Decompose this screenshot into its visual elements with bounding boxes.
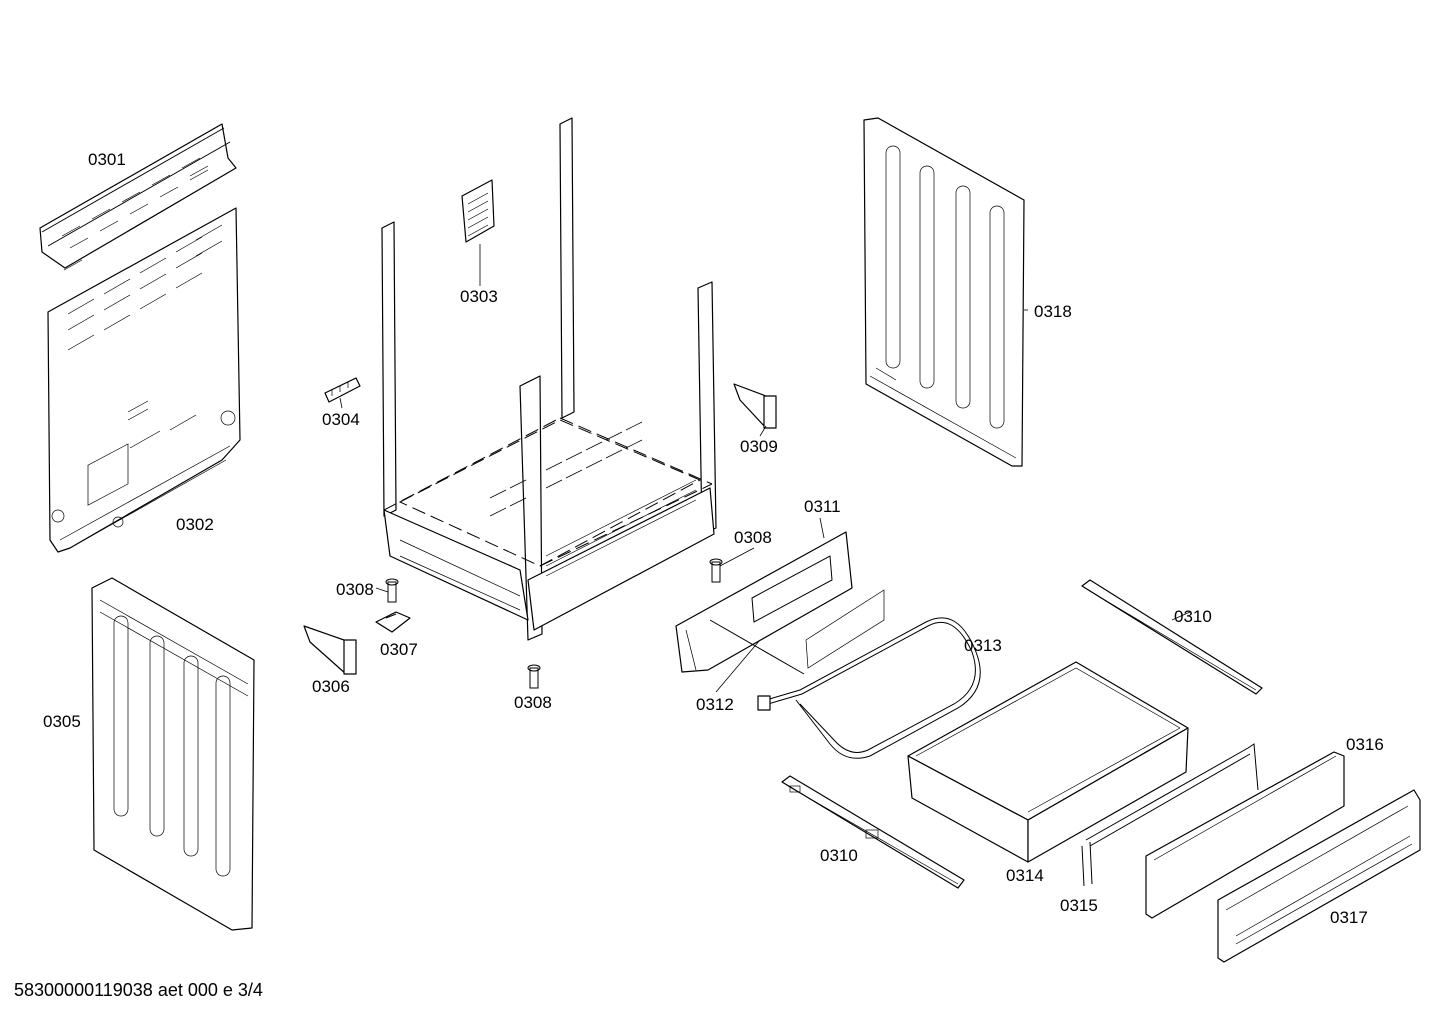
- label-0312: 0312: [696, 695, 734, 714]
- label-0313: 0313: [964, 636, 1002, 655]
- label-0317: 0317: [1330, 908, 1368, 927]
- label-0309: 0309: [740, 437, 778, 456]
- label-0316: 0316: [1346, 735, 1384, 754]
- part-0311-drawing: [675, 531, 853, 673]
- label-0301: 0301: [88, 150, 126, 169]
- part-0303-drawing: [461, 179, 495, 243]
- part-0307-drawing: [375, 611, 411, 633]
- label-0318: 0318: [1034, 302, 1072, 321]
- label-0311: 0311: [804, 497, 841, 516]
- label-0306: 0306: [312, 677, 350, 696]
- frame-drawing: [381, 117, 717, 641]
- label-0308-bottom: 0308: [514, 693, 552, 712]
- part-0305-drawing: [91, 577, 255, 931]
- label-0307: 0307: [380, 640, 418, 659]
- part-0301-drawing: [39, 123, 237, 271]
- label-0304: 0304: [322, 410, 360, 429]
- part-0315-drawing: [1081, 743, 1259, 887]
- part-0312-drawing: [709, 589, 885, 675]
- part-0316-drawing: [1145, 751, 1345, 919]
- label-0308-left: 0308: [336, 580, 374, 599]
- part-0309-drawing: [733, 383, 777, 429]
- part-0304-drawing: [324, 377, 361, 403]
- label-0315: 0315: [1060, 896, 1098, 915]
- label-0310-right: 0310: [1174, 607, 1212, 626]
- part-0313-drawing: [757, 617, 981, 759]
- label-0314: 0314: [1006, 866, 1044, 885]
- label-0308-right: 0308: [734, 528, 772, 547]
- part-0306-drawing: [303, 625, 357, 675]
- label-0310-left: 0310: [820, 846, 858, 865]
- part-labels: 0301 0302 0303 0304 0305 0306 0307 0308 …: [43, 150, 1384, 927]
- document-reference: 58300000119038 aet 000 e 3/4: [14, 980, 263, 1000]
- leader-lines: [339, 244, 1191, 693]
- part-0317-drawing: [1217, 789, 1421, 963]
- label-0305: 0305: [43, 712, 81, 731]
- part-0310-rails-drawing: [781, 579, 1263, 889]
- part-0314-drawing: [907, 661, 1189, 863]
- label-0303: 0303: [460, 287, 498, 306]
- label-0302: 0302: [176, 515, 214, 534]
- part-0302-drawing: [47, 207, 241, 553]
- part-0318-drawing: [863, 117, 1025, 467]
